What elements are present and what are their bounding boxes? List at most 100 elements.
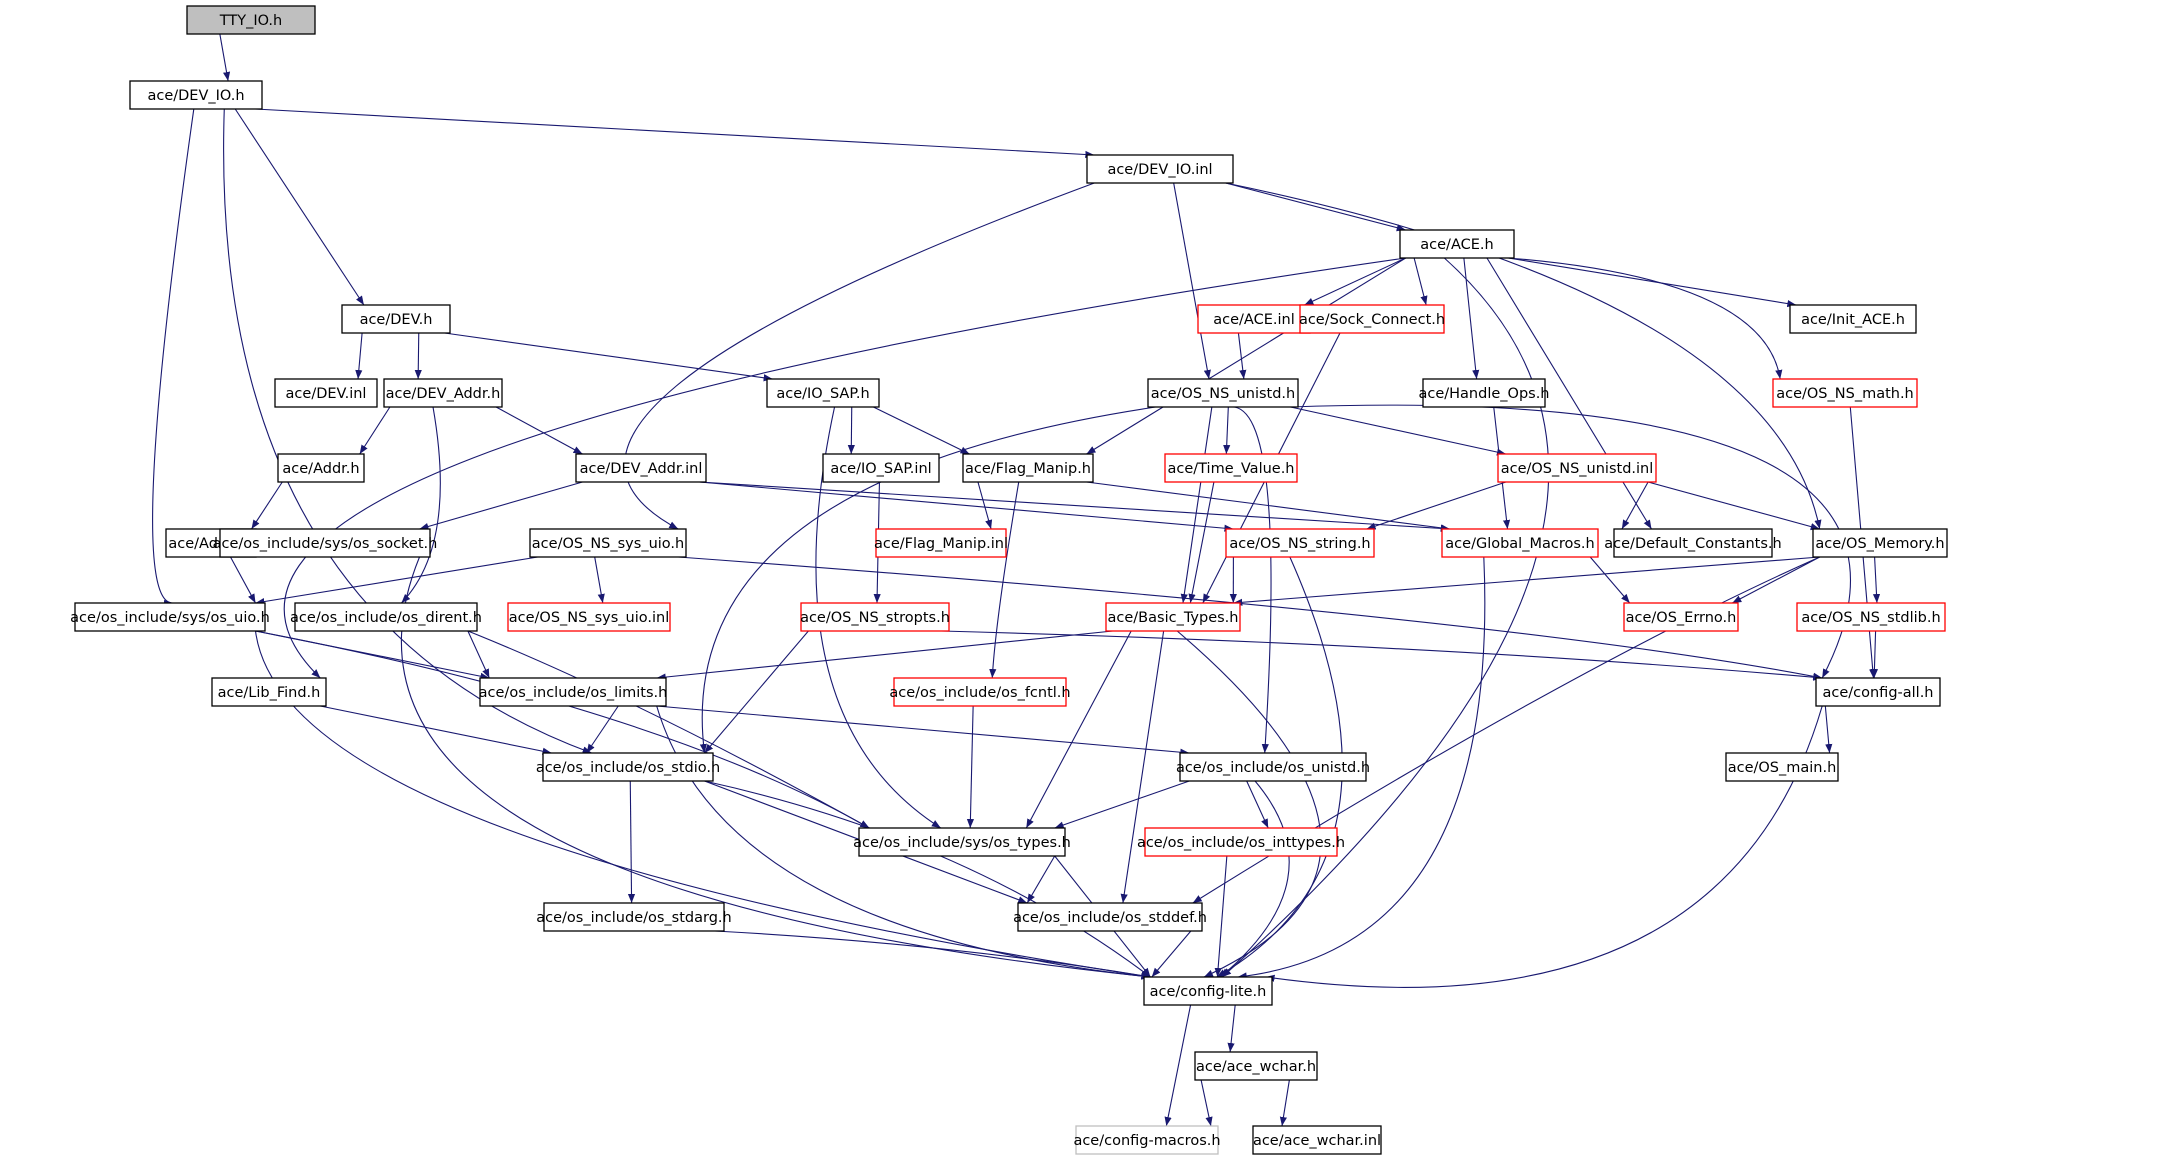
node-label: ace/Addr.h: [282, 461, 359, 477]
node-os-fcntl[interactable]: ace/os_include/os_fcntl.h: [889, 677, 1071, 707]
node-handle-ops[interactable]: ace/Handle_Ops.h: [1418, 378, 1550, 408]
node-os-ns-string[interactable]: ace/OS_NS_string.h: [1225, 528, 1375, 558]
node-addr-h[interactable]: ace/Addr.h: [277, 453, 365, 483]
edge-dev_addr_inl-to-global_macros: [699, 481, 1450, 533]
node-label: ace/Default_Constants.h: [1604, 536, 1781, 552]
node-dev-h[interactable]: ace/DEV.h: [341, 304, 451, 334]
node-ace-wchar-inl[interactable]: ace/ace_wchar.inl: [1252, 1125, 1382, 1155]
node-sock-connect[interactable]: ace/Sock_Connect.h: [1299, 304, 1445, 334]
node-label: ace/OS_NS_stdlib.h: [1801, 610, 1940, 626]
edge-os_unistd-to-os_inttypes: [1246, 780, 1269, 829]
node-box: [294, 602, 478, 632]
node-os-ns-math[interactable]: ace/OS_NS_math.h: [1772, 378, 1918, 408]
node-os-main[interactable]: ace/OS_main.h: [1725, 752, 1839, 782]
node-flag-manip-h[interactable]: ace/Flag_Manip.h: [962, 453, 1094, 483]
node-config-lite[interactable]: ace/config-lite.h: [1143, 976, 1273, 1006]
node-config-all[interactable]: ace/config-all.h: [1815, 677, 1941, 707]
edge-os_stdio-to-os_stdarg: [627, 780, 636, 904]
node-label: ace/os_include/os_limits.h: [479, 685, 668, 701]
node-ace-inl[interactable]: ace/ACE.inl: [1197, 304, 1311, 334]
edge-addr_h-to-addr_inl: [251, 481, 283, 530]
node-box: [1725, 752, 1839, 782]
node-ace-wchar-h[interactable]: ace/ace_wchar.h: [1194, 1051, 1318, 1081]
edge-os_unistd-to-config_lite: [1220, 780, 1290, 978]
edge-dev_io_h-to-os_stdio: [223, 108, 592, 754]
edge-os_stddef-to-config_lite: [1151, 930, 1192, 978]
node-os-ns-sys-uio-h[interactable]: ace/OS_NS_sys_uio.h: [529, 528, 687, 558]
node-os-stdio[interactable]: ace/os_include/os_stdio.h: [536, 752, 720, 782]
node-time-value[interactable]: ace/Time_Value.h: [1164, 453, 1298, 483]
edge-dev_io_h-to-dev_io_inl: [255, 108, 1095, 159]
edge-os_ns_string-to-config_lite: [1216, 556, 1343, 978]
edge-os_memory-to-os_errno: [1732, 556, 1820, 604]
node-label: ace/Flag_Manip.inl: [874, 536, 1008, 552]
node-os-types[interactable]: ace/os_include/sys/os_types.h: [853, 827, 1071, 857]
edge-os_ns_unistd_h-to-os_unistd: [1229, 406, 1272, 754]
node-os-memory[interactable]: ace/OS_Memory.h: [1812, 528, 1948, 558]
edge-dev_io_h-to-os_uio: [152, 108, 195, 608]
node-os-unistd[interactable]: ace/os_include/os_unistd.h: [1176, 752, 1370, 782]
node-os-ns-sys-uio-inl[interactable]: ace/OS_NS_sys_uio.inl: [507, 602, 671, 632]
node-label: ace/os_include/sys/os_uio.h: [70, 610, 270, 626]
node-os-stdarg[interactable]: ace/os_include/os_stdarg.h: [536, 902, 732, 932]
node-dev-io-inl[interactable]: ace/DEV_IO.inl: [1086, 154, 1234, 184]
node-label: ace/ACE.h: [1420, 237, 1493, 253]
edge-ace_h-to-lib_find: [283, 257, 1406, 679]
node-box: [1075, 1125, 1219, 1155]
node-label: ace/Sock_Connect.h: [1299, 312, 1445, 328]
node-box: [1144, 827, 1338, 857]
node-dev-io-h[interactable]: ace/DEV_IO.h: [129, 80, 263, 110]
edge-basic_types-to-os_limits: [656, 630, 1113, 681]
node-os-uio[interactable]: ace/os_include/sys/os_uio.h: [70, 602, 270, 632]
edge-os_ns_sys_uio_h-to-os_uio: [255, 556, 538, 606]
edge-ace_h-to-init_ace: [1508, 257, 1797, 308]
node-dev-addr-h[interactable]: ace/DEV_Addr.h: [383, 378, 503, 408]
node-os-dirent[interactable]: ace/os_include/os_dirent.h: [290, 602, 482, 632]
edge-dev_addr_h-to-dev_addr_inl: [495, 406, 583, 455]
node-label: ace/Basic_Types.h: [1108, 610, 1239, 626]
node-io-sap-inl[interactable]: ace/IO_SAP.inl: [822, 453, 940, 483]
node-os-inttypes[interactable]: ace/os_include/os_inttypes.h: [1137, 827, 1345, 857]
node-dev-inl[interactable]: ace/DEV.inl: [274, 378, 378, 408]
node-flag-manip-inl[interactable]: ace/Flag_Manip.inl: [874, 528, 1008, 558]
node-label: ace/OS_NS_stropts.h: [800, 610, 950, 626]
node-label: ace/OS_Errno.h: [1626, 610, 1737, 626]
node-os-ns-unistd-inl[interactable]: ace/OS_NS_unistd.inl: [1497, 453, 1657, 483]
node-default-constants[interactable]: ace/Default_Constants.h: [1604, 528, 1782, 558]
edge-os_ns_unistd_inl-to-os_ns_string: [1366, 481, 1507, 530]
node-ace-h[interactable]: ace/ACE.h: [1399, 229, 1515, 259]
node-lib-find[interactable]: ace/Lib_Find.h: [211, 677, 327, 707]
node-config-macros[interactable]: ace/config-macros.h: [1073, 1125, 1221, 1155]
node-io-sap-h[interactable]: ace/IO_SAP.h: [766, 378, 880, 408]
node-global-macros[interactable]: ace/Global_Macros.h: [1441, 528, 1599, 558]
node-os-socket[interactable]: ace/os_include/sys/os_socket.h: [213, 528, 438, 558]
node-dev-addr-inl[interactable]: ace/DEV_Addr.inl: [575, 453, 707, 483]
node-os-stddef[interactable]: ace/os_include/os_stddef.h: [1013, 902, 1207, 932]
node-label: ace/ACE.inl: [1213, 312, 1294, 328]
edge-dev_io_h-to-dev_h: [234, 108, 365, 306]
node-box: [1789, 304, 1917, 334]
node-label: ace/DEV.inl: [286, 386, 367, 402]
node-label: ace/config-all.h: [1822, 685, 1933, 701]
node-box: [479, 677, 667, 707]
node-init-ace[interactable]: ace/Init_ACE.h: [1789, 304, 1917, 334]
node-os-ns-stdlib[interactable]: ace/OS_NS_stdlib.h: [1796, 602, 1946, 632]
edge-os_dirent-to-os_limits: [467, 630, 490, 679]
node-box: [277, 453, 365, 483]
node-os-ns-stropts[interactable]: ace/OS_NS_stropts.h: [800, 602, 950, 632]
edge-os_inttypes-to-config_lite: [1214, 855, 1228, 978]
node-os-errno[interactable]: ace/OS_Errno.h: [1623, 602, 1739, 632]
node-basic-types[interactable]: ace/Basic_Types.h: [1105, 602, 1241, 632]
edge-os_limits-to-os_unistd: [656, 705, 1190, 756]
node-box: [893, 677, 1067, 707]
node-box: [1613, 528, 1773, 558]
node-box: [962, 453, 1094, 483]
node-box: [822, 453, 940, 483]
edge-os_ns_sys_uio_h-to-config_all: [678, 556, 1823, 680]
node-os-limits[interactable]: ace/os_include/os_limits.h: [479, 677, 668, 707]
edges-layer: [152, 33, 1881, 1127]
node-label: ace/os_include/os_unistd.h: [1176, 760, 1370, 776]
node-box: [1086, 154, 1234, 184]
node-os-ns-unistd-h[interactable]: ace/OS_NS_unistd.h: [1147, 378, 1299, 408]
edge-os_socket-to-config_lite: [401, 556, 1151, 980]
